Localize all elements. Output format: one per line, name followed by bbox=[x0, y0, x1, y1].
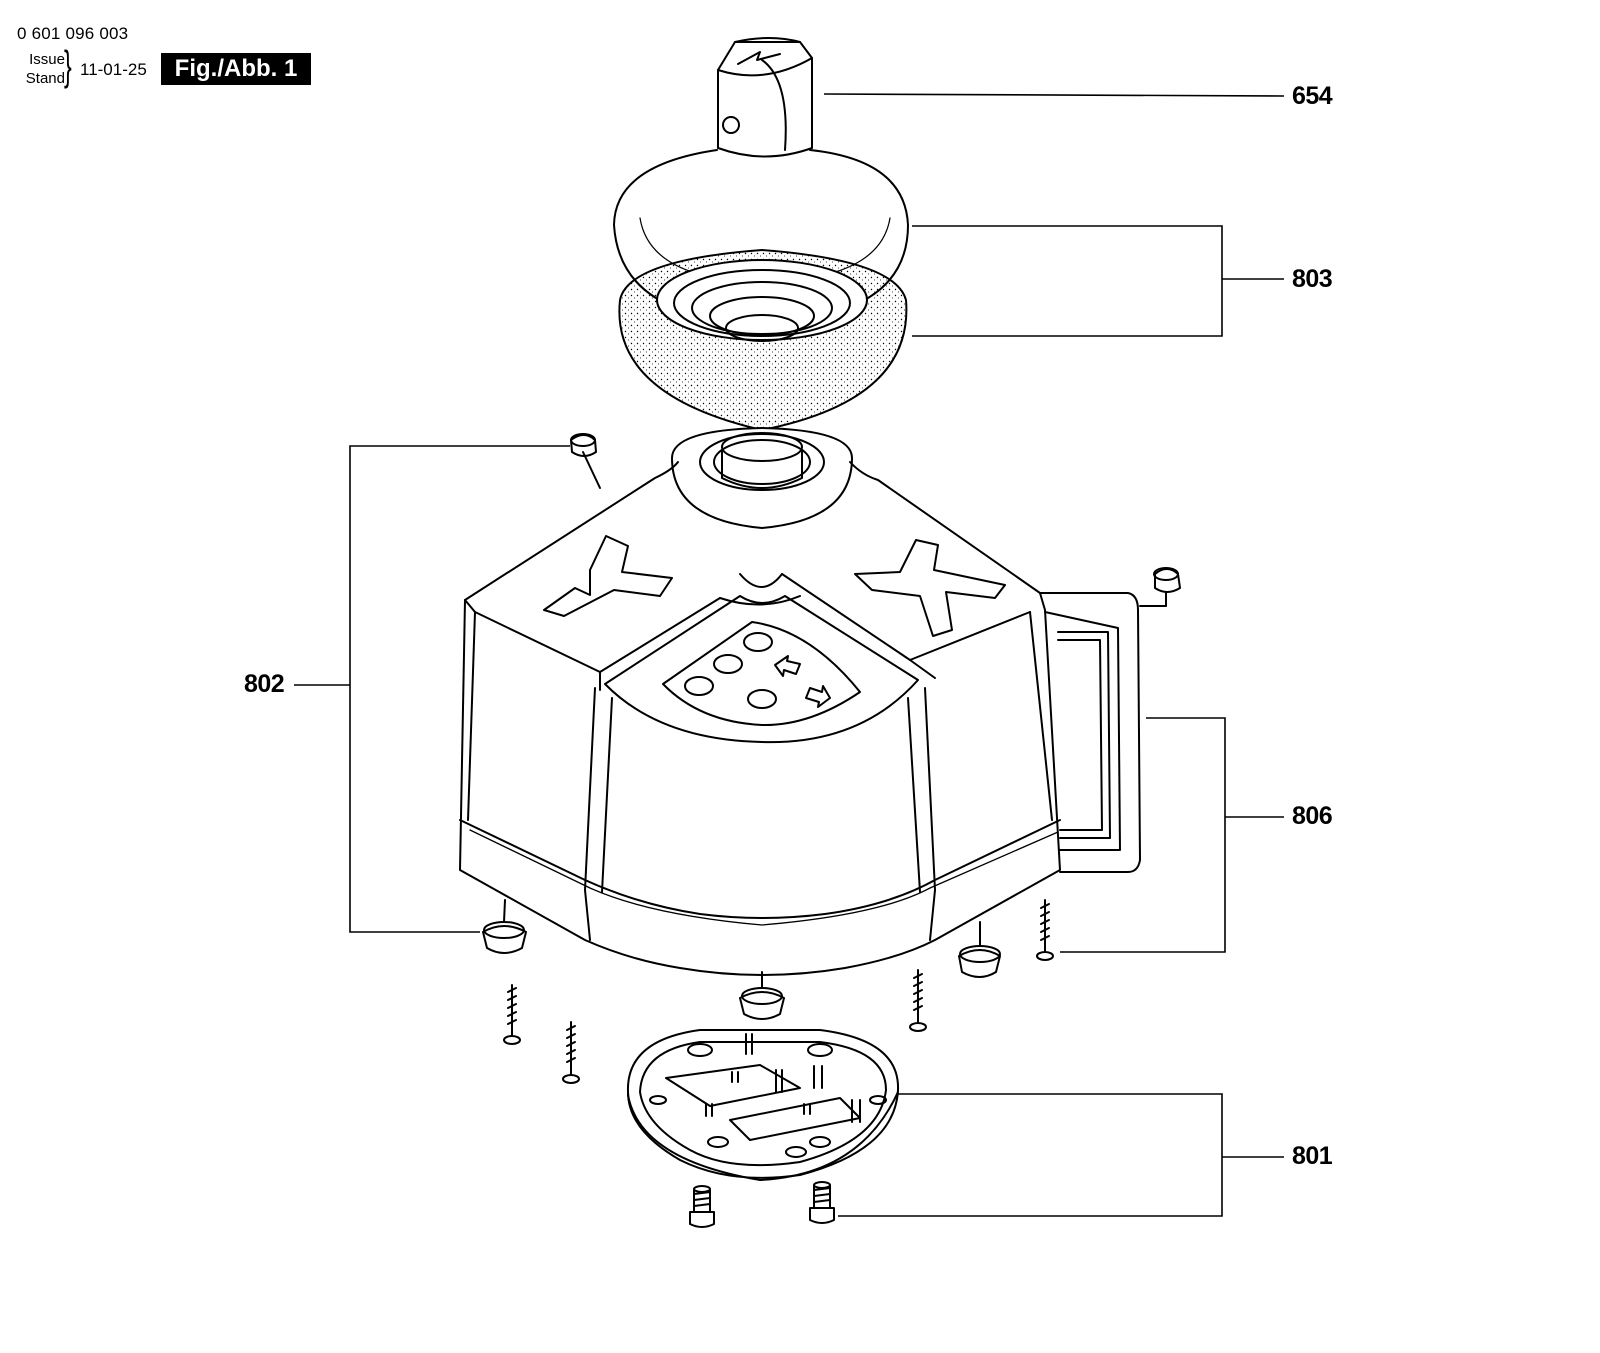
leader-802 bbox=[294, 445, 570, 933]
screw-left-2 bbox=[562, 1021, 580, 1084]
callout-654: 654 bbox=[1292, 82, 1333, 110]
knob-part-654 bbox=[717, 37, 813, 158]
screw-right-1 bbox=[909, 969, 927, 1032]
screw-right-2 bbox=[1036, 899, 1054, 961]
housing-body bbox=[459, 427, 1141, 976]
leader-806 bbox=[1060, 717, 1284, 953]
stand-label: Stand bbox=[25, 70, 65, 87]
screw-left-1 bbox=[503, 984, 521, 1045]
figure-label: Fig./Abb. 1 bbox=[161, 53, 311, 85]
leader-lines bbox=[294, 93, 1285, 1217]
issue-stand-label: Issue Stand bbox=[17, 50, 65, 88]
part-number: 0 601 096 003 bbox=[17, 24, 129, 43]
screw-bottom-1 bbox=[689, 1185, 715, 1228]
leader-803 bbox=[912, 225, 1284, 337]
issue-date: 11-01-25 bbox=[80, 60, 147, 79]
leader-654 bbox=[823, 93, 1285, 97]
callout-803: 803 bbox=[1292, 265, 1333, 293]
brace-glyph: } bbox=[64, 42, 72, 89]
callout-801: 801 bbox=[1292, 1142, 1333, 1170]
disc-part-803 bbox=[618, 249, 908, 431]
issue-label: Issue bbox=[29, 51, 65, 68]
leader-801 bbox=[838, 1093, 1284, 1217]
callout-806: 806 bbox=[1292, 802, 1333, 830]
foot-part-802 bbox=[482, 433, 1181, 1020]
callout-802: 802 bbox=[244, 670, 285, 698]
base-plate-part-801 bbox=[626, 1029, 900, 1181]
screws bbox=[503, 899, 1054, 1228]
screw-bottom-2 bbox=[809, 1181, 835, 1224]
